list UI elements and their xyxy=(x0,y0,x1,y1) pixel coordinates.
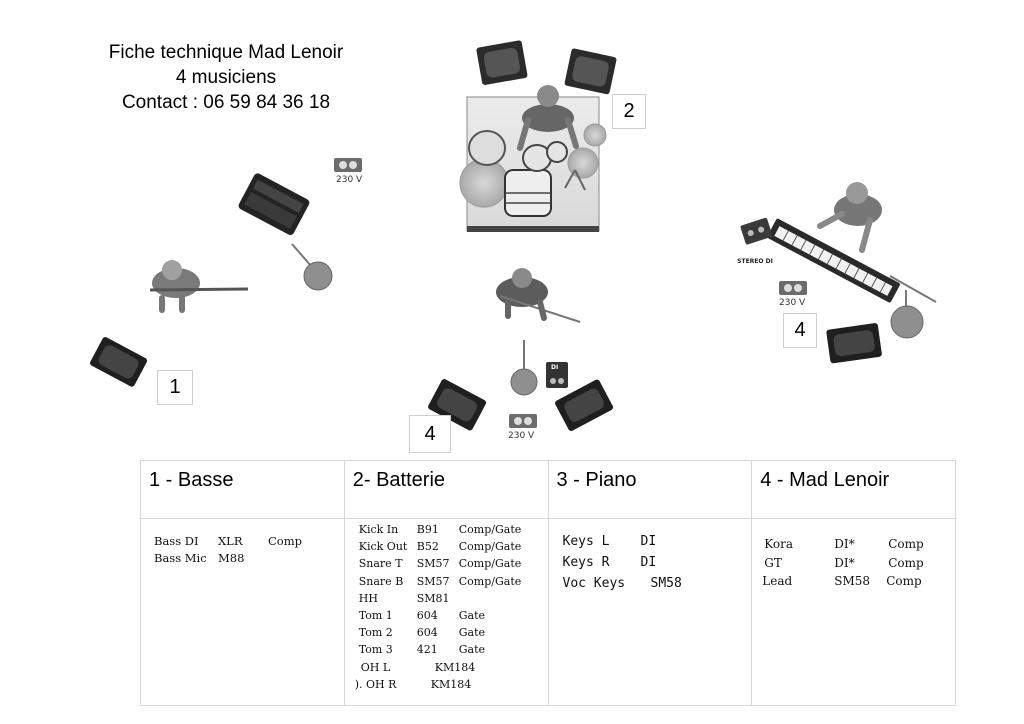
title-line-1: Fiche technique Mad Lenoir xyxy=(108,42,344,63)
lead-outlet-label: 230 V xyxy=(508,431,535,441)
stereo-di-label: STEREO DI xyxy=(737,258,773,265)
bass-player-figure xyxy=(149,260,249,313)
header-basse: 1 - Basse xyxy=(140,460,345,519)
drummer-figure xyxy=(517,85,579,151)
stage-plot xyxy=(90,40,937,431)
header-piano: 3 - Piano xyxy=(547,460,753,519)
bass-outlet-label: 230 V xyxy=(336,175,363,185)
bass-mic-stand xyxy=(291,243,333,291)
lead-mic-stand xyxy=(510,340,538,396)
keys-mic-stand xyxy=(889,275,937,339)
lead-monitor-right xyxy=(555,379,614,431)
marker-drums: 2 xyxy=(612,94,646,129)
keyboard xyxy=(767,218,900,303)
header-mad-lenoir: 4 - Mad Lenoir xyxy=(751,460,956,519)
bass-amp xyxy=(238,173,310,236)
drum-monitor-right xyxy=(564,48,617,95)
title-block: Fiche technique Mad Lenoir 4 musiciens C… xyxy=(70,40,382,115)
keys-monitor xyxy=(826,323,882,364)
di-label: DI xyxy=(551,364,559,371)
keys-power-outlet xyxy=(779,281,807,295)
lead-singer-figure xyxy=(496,268,581,323)
drum-kit xyxy=(459,123,607,217)
title-line-2: 4 musiciens xyxy=(175,67,277,88)
lead-power-outlet xyxy=(509,414,537,428)
lead-monitor-left xyxy=(428,379,487,431)
keyboard-player-figure xyxy=(817,182,882,253)
marker-lead: 4 xyxy=(409,415,451,453)
marker-keys: 4 xyxy=(783,313,817,348)
marker-bass: 1 xyxy=(157,370,193,405)
bass-monitor xyxy=(90,337,148,387)
header-batterie: 2- Batterie xyxy=(343,460,549,519)
stereo-di-box xyxy=(740,217,773,245)
di-box xyxy=(546,362,568,388)
bass-power-outlet xyxy=(334,158,362,172)
keys-outlet-label: 230 V xyxy=(779,298,806,308)
drum-monitor-left xyxy=(476,40,528,85)
patch-table: 1 - Basse 2- Batterie 3 - Piano 4 - Mad … xyxy=(140,460,956,706)
title-line-3: Contact : 06 59 84 36 18 xyxy=(121,92,331,113)
